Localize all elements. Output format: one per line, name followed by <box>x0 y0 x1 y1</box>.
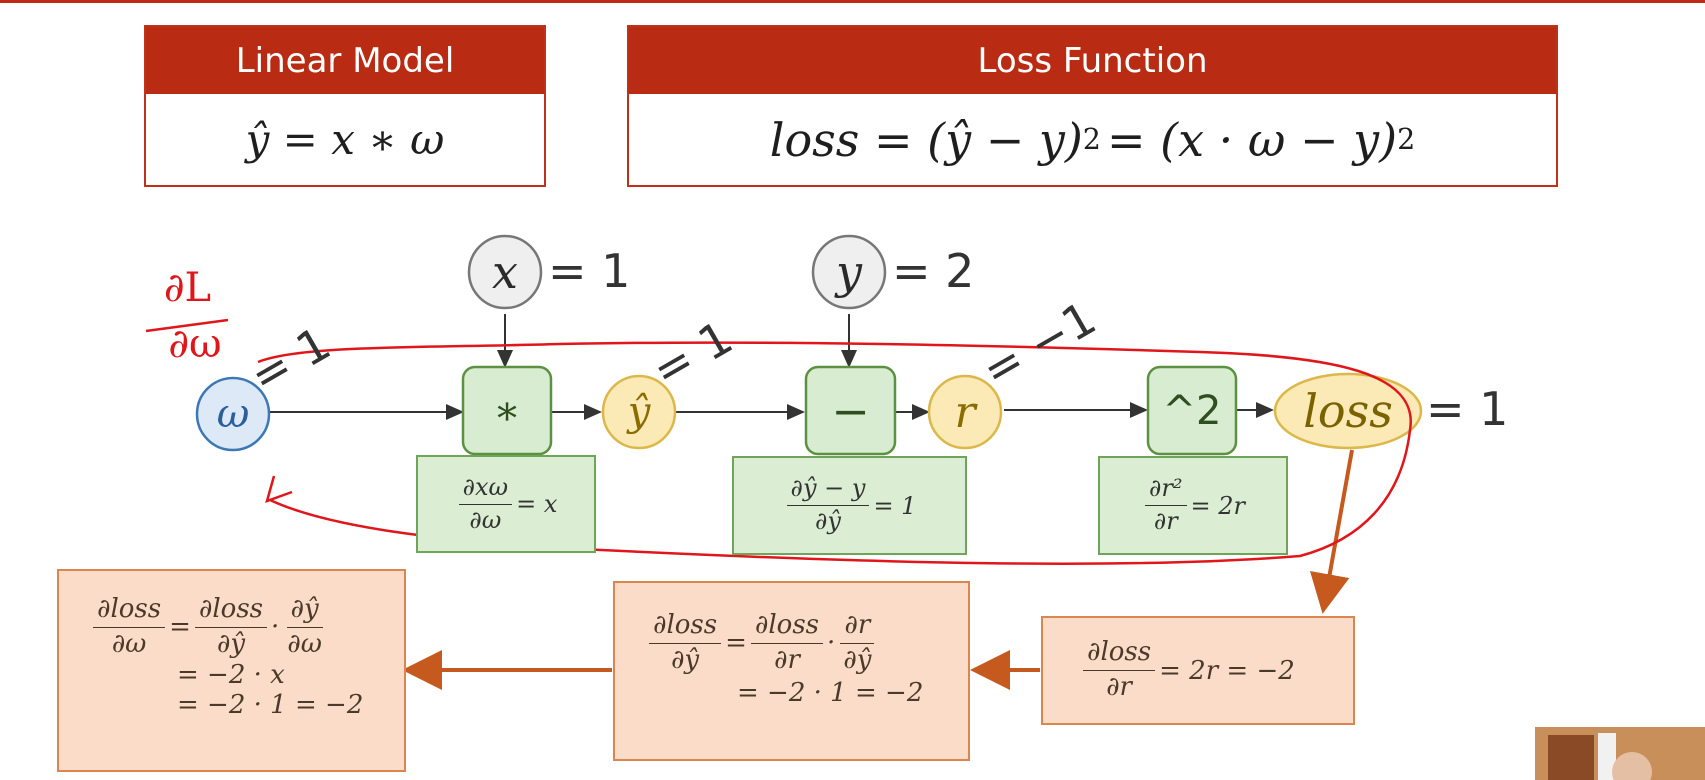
loss-formula-exp2: 2 <box>1397 123 1416 156</box>
loss-function-title: Loss Function <box>629 27 1556 94</box>
y-label: y <box>836 245 862 299</box>
chain2-den3: ∂ŷ <box>843 644 872 675</box>
chain-box-loss-r: ∂loss∂r = 2r = −2 <box>1041 616 1355 725</box>
local-grad-square: ∂r²∂r = 2r <box>1098 456 1288 555</box>
chain1-num2: ∂loss <box>194 594 268 628</box>
omega-node <box>195 376 271 452</box>
handwritten-dw: ∂ω <box>168 321 222 367</box>
y-input-node <box>811 234 887 310</box>
chain3-rhs: = 2r = −2 <box>1159 655 1295 686</box>
red-loop-arrowhead <box>265 475 293 503</box>
top-accent-bar <box>0 0 1705 3</box>
chain1-num1: ∂loss <box>93 594 166 628</box>
local-grad-sub: ∂ŷ − y∂ŷ = 1 <box>732 456 967 555</box>
x-label: x <box>492 245 518 299</box>
red-handwriting-bar <box>145 318 229 333</box>
local-grad-sub-num: ∂ŷ − y <box>786 475 870 506</box>
linear-model-panel: Linear Model ŷ = x ∗ ω <box>144 25 546 187</box>
loss-function-formula: loss = (ŷ − y)2= (x · ω − y)2 <box>629 94 1556 185</box>
chain-box-loss-yhat: ∂loss∂ŷ = ∂loss∂r · ∂r∂ŷ = −2 · 1 = −2 <box>613 581 970 761</box>
local-grad-sub-rhs: = 1 <box>873 491 917 520</box>
local-grad-mul: ∂xω∂ω = x <box>416 455 596 553</box>
linear-model-formula: ŷ = x ∗ ω <box>245 115 445 164</box>
mul-op-node <box>461 365 553 456</box>
handwritten-dL: ∂L <box>163 265 212 311</box>
chain-box-loss-omega: ∂loss∂ω = ∂loss∂ŷ · ∂ŷ∂ω = −2 · x = −2 ·… <box>57 569 406 772</box>
chain3-num: ∂loss <box>1083 637 1156 671</box>
arrow-loss-to-chain <box>1309 449 1354 614</box>
square-op-node <box>1146 365 1238 456</box>
sub-op-node <box>804 365 897 456</box>
local-grad-mul-rhs: = x <box>516 490 558 518</box>
x-value: = 1 <box>548 244 631 298</box>
r-node <box>927 374 1003 450</box>
linear-model-title: Linear Model <box>146 27 544 94</box>
loss-node <box>1273 372 1423 450</box>
yhat-label: ŷ <box>627 389 651 435</box>
loss-formula-part1: loss = (ŷ − y) <box>769 112 1083 167</box>
loss-formula-exp1: 2 <box>1082 123 1101 156</box>
loss-label: loss <box>1303 384 1393 438</box>
loss-function-panel: Loss Function loss = (ŷ − y)2= (x · ω − … <box>627 25 1558 187</box>
chain1-line2: = −2 · x <box>177 659 285 690</box>
chain1-den2: ∂ŷ <box>216 628 246 659</box>
chain3-den: ∂r <box>1106 672 1132 702</box>
loss-formula-part2: = (x · ω − y) <box>1106 112 1398 167</box>
local-grad-square-rhs: = 2r <box>1190 491 1245 520</box>
loss-value: = 1 <box>1426 382 1509 436</box>
chain1-den1: ∂ω <box>111 628 147 659</box>
local-grad-square-num: ∂r² <box>1145 475 1187 506</box>
mul-op-label: ∗ <box>493 387 521 434</box>
y-value: = 2 <box>892 244 975 298</box>
sub-op-label: − <box>831 383 870 438</box>
chain2-num3: ∂r <box>840 610 875 644</box>
chain2-num2: ∂loss <box>750 610 824 644</box>
local-grad-mul-den: ∂ω <box>469 505 502 534</box>
square-op-label: ^2 <box>1162 387 1222 434</box>
x-input-node <box>467 234 543 310</box>
omega-label: ω <box>216 391 250 437</box>
chain2-den1: ∂ŷ <box>670 644 700 675</box>
local-grad-sub-den: ∂ŷ <box>815 507 841 535</box>
local-grad-square-den: ∂r <box>1153 507 1178 535</box>
chain1-den3: ∂ω <box>287 628 322 659</box>
local-grad-mul-num: ∂xω <box>458 473 513 505</box>
chain2-line2: = −2 · 1 = −2 <box>737 677 924 708</box>
r-label: r <box>954 386 976 438</box>
chain1-num3: ∂ŷ <box>286 594 323 628</box>
chain2-num1: ∂loss <box>649 610 722 644</box>
chain2-den2: ∂r <box>774 644 800 675</box>
yhat-node <box>601 374 677 450</box>
chain1-line3: = −2 · 1 = −2 <box>177 689 364 720</box>
